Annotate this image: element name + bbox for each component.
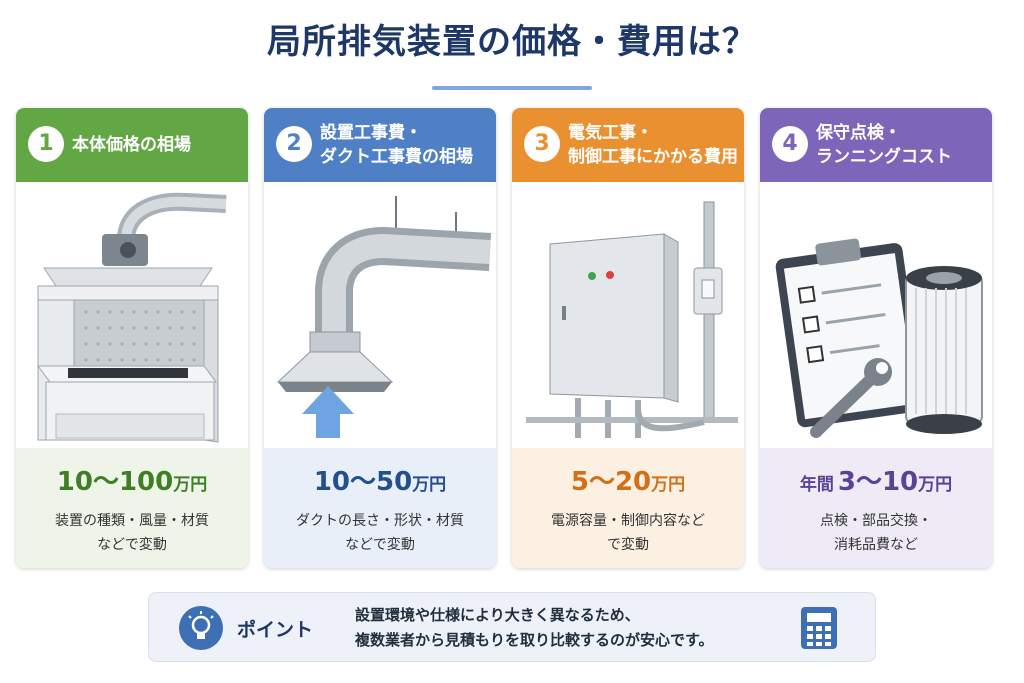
heading-line-1: 電気工事・ [568,123,653,143]
point-line-2: 複数業者から見積もりを取り比較するのが安心です。 [355,631,714,649]
note-line-2: で変動 [607,537,649,553]
heading-line-2: ダクト工事費の相場 [320,147,473,167]
point-box: ポイント 設置環境や仕様により大きく異なるため、複数業者から見積もりを取り比較す… [148,592,876,662]
card-footer: 5～20万円 電源容量・制御内容などで変動 [512,448,744,568]
card-number: 3 [524,126,560,162]
note-line-2: 消耗品費など [834,537,918,553]
card-main-unit: 1 本体価格の相場 [16,108,248,568]
price-range: 5～20万円 [512,466,744,501]
card-footer: 10～50万円 ダクトの長さ・形状・材質などで変動 [264,448,496,568]
calculator-icon [799,605,839,651]
price-unit: 万円 [918,475,953,495]
lightbulb-icon [179,606,223,650]
card-header: 4 保守点検・ランニングコスト [760,108,992,182]
heading-line-1: 保守点検・ [816,123,901,143]
price-value: 3～10 [837,467,919,497]
price-value: 10～50 [313,467,413,497]
price-unit: 万円 [173,475,208,495]
card-heading: 設置工事費・ダクト工事費の相場 [320,121,492,169]
note-line-2: などで変動 [345,537,415,553]
clipboard-filter-illustration [760,182,992,448]
price-note: 点検・部品交換・消耗品費など [760,509,992,557]
page-title: 局所排気装置の価格・費用は？ [267,22,757,62]
note-line-1: 点検・部品交換・ [820,513,932,529]
card-header: 2 設置工事費・ダクト工事費の相場 [264,108,496,182]
price-value: 10～100 [56,467,174,497]
note-line-1: ダクトの長さ・形状・材質 [296,513,464,529]
card-header: 3 電気工事・制御工事にかかる費用 [512,108,744,182]
point-label: ポイント [237,619,314,641]
price-note: 装置の種類・風量・材質などで変動 [16,509,248,557]
card-electrical-work: 3 電気工事・制御工事にかかる費用 5～20万円 電源容量・制御内容などで変動 [512,108,744,568]
fume-hood-booth-illustration [16,182,248,448]
price-note: 電源容量・制御内容などで変動 [512,509,744,557]
heading-line-2: ランニングコスト [816,147,952,167]
card-heading: 電気工事・制御工事にかかる費用 [568,121,740,169]
heading-line-2: 制御工事にかかる費用 [568,147,738,167]
title-underline [432,86,592,90]
card-header: 1 本体価格の相場 [16,108,248,182]
card-duct-installation: 2 設置工事費・ダクト工事費の相場 10～50万円 ダクトの長さ・形状・材質など… [264,108,496,568]
point-text: 設置環境や仕様により大きく異なるため、複数業者から見積もりを取り比較するのが安心… [355,603,714,653]
note-line-1: 装置の種類・風量・材質 [55,513,209,529]
card-number: 4 [772,126,808,162]
control-panel-illustration [512,182,744,448]
point-line-1: 設置環境や仕様により大きく異なるため、 [355,606,640,624]
card-number: 1 [28,126,64,162]
card-heading: 保守点検・ランニングコスト [816,121,988,169]
price-range: 10～100万円 [16,466,248,501]
note-line-2: などで変動 [97,537,167,553]
card-footer: 10～100万円 装置の種類・風量・材質などで変動 [16,448,248,568]
card-heading: 本体価格の相場 [72,135,191,155]
price-value: 5～20 [570,467,652,497]
card-maintenance: 4 保守点検・ランニングコスト [760,108,992,568]
price-unit: 万円 [412,475,447,495]
price-unit: 万円 [651,475,686,495]
price-note: ダクトの長さ・形状・材質などで変動 [264,509,496,557]
heading-line-1: 設置工事費・ [320,123,422,143]
note-line-1: 電源容量・制御内容など [551,513,705,529]
card-number: 2 [276,126,312,162]
price-range: 10～50万円 [264,466,496,501]
price-prefix: 年間 [799,475,834,495]
duct-hood-illustration [264,182,496,448]
